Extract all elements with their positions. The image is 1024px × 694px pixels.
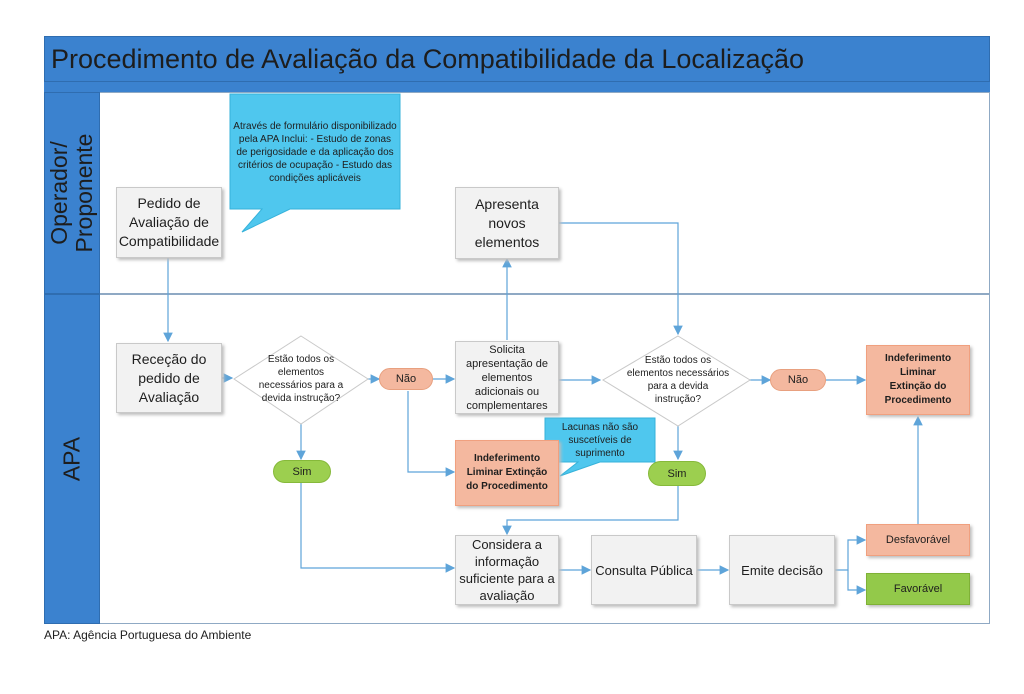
box-favoravel: Favorável bbox=[866, 573, 970, 605]
callout-lacunas: Lacunas não são suscetíveis de supriment… bbox=[561, 421, 639, 459]
box-indeferimento-1: Indeferimento Liminar Extinção do Proced… bbox=[455, 440, 559, 506]
lane-header-operator: Operador/ Proponente bbox=[44, 92, 100, 294]
box-emite: Emite decisão bbox=[729, 535, 835, 605]
label-nao-2: Não bbox=[770, 369, 826, 391]
title-strip bbox=[44, 82, 990, 92]
label-sim-1: Sim bbox=[273, 460, 331, 483]
footer-note: APA: Agência Portuguesa do Ambiente bbox=[44, 628, 252, 642]
decision-text-2: Estão todos os elementos necessários par… bbox=[626, 355, 730, 405]
diagram-title: Procedimento de Avaliação da Compatibili… bbox=[44, 36, 990, 82]
decision-diamond-1 bbox=[233, 335, 369, 425]
box-consulta: Consulta Pública bbox=[591, 535, 697, 605]
box-considera: Considera a informação suficiente para a… bbox=[455, 535, 559, 605]
label-nao-1: Não bbox=[379, 368, 433, 390]
lane-header-apa: APA bbox=[44, 294, 100, 624]
box-solicita: Solicita apresentação de elementos adici… bbox=[455, 341, 559, 414]
arrow-nao1-indeferimento1 bbox=[407, 391, 456, 477]
arrow-emite-favoravel bbox=[847, 570, 867, 595]
arrow-sim1-considera bbox=[300, 483, 456, 573]
box-pedido: Pedido de Avaliação de Compatibilidade bbox=[116, 187, 222, 258]
arrow-sim2-considera bbox=[502, 486, 679, 536]
box-desfavoravel: Desfavorável bbox=[866, 524, 970, 556]
decision-text-1: Estão todos os elementos necessários par… bbox=[258, 354, 344, 404]
callout-formulario: Através de formulário disponibilizado pe… bbox=[233, 120, 397, 184]
decision-diamond-2 bbox=[602, 335, 751, 427]
box-indeferimento-2: Indeferimento Liminar Extinção do Proced… bbox=[866, 345, 970, 415]
label-sim-2: Sim bbox=[648, 461, 706, 486]
box-apresenta: Apresenta novos elementos bbox=[455, 187, 559, 259]
arrow-apresenta-d2 bbox=[559, 222, 683, 336]
box-rececao: Receção do pedido de Avaliação bbox=[116, 343, 222, 413]
arrow-emite-desfavoravel bbox=[835, 535, 867, 571]
callout-formulario-shape bbox=[229, 93, 401, 233]
